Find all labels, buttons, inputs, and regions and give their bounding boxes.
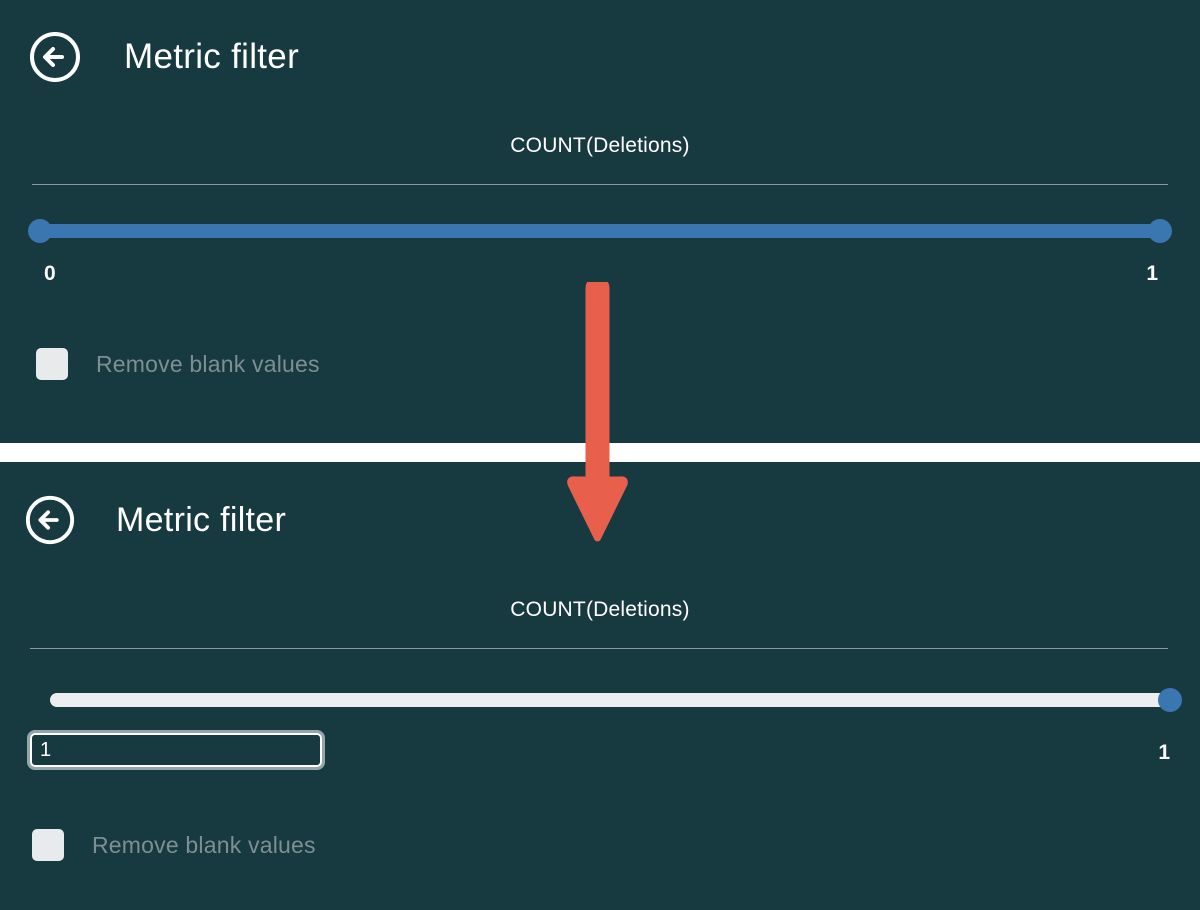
- remove-blank-values-checkbox[interactable]: [36, 348, 68, 380]
- slider-value-row: 0 1: [40, 262, 1160, 296]
- page-title: Metric filter: [116, 500, 287, 539]
- back-arrow-circle-icon[interactable]: [28, 30, 82, 84]
- header-divider: [32, 184, 1168, 185]
- back-arrow-circle-icon[interactable]: [24, 494, 76, 546]
- slider-value-row: 1: [27, 730, 1170, 779]
- slider-min-value: 0: [44, 262, 56, 285]
- slider-max-value: 1: [1158, 741, 1170, 764]
- panel-separator: [0, 443, 1200, 462]
- metric-range-slider[interactable]: [50, 677, 1182, 723]
- metric-filter-panel-after: Metric filter COUNT(Deletions) 1 Remove …: [0, 462, 1200, 910]
- slider-min-value-input[interactable]: [27, 730, 325, 770]
- remove-blank-values-label: Remove blank values: [96, 350, 320, 377]
- remove-blank-values-label: Remove blank values: [92, 831, 316, 858]
- metric-filter-panel-before: Metric filter COUNT(Deletions) 0 1 Remov…: [0, 0, 1200, 443]
- remove-blank-values-checkbox[interactable]: [32, 829, 64, 861]
- remove-blank-values-row[interactable]: Remove blank values: [32, 829, 1200, 861]
- slider-handle-min[interactable]: [28, 219, 52, 243]
- remove-blank-values-row[interactable]: Remove blank values: [36, 348, 1200, 380]
- metric-range-slider[interactable]: [28, 208, 1172, 254]
- slider-track-filled[interactable]: [40, 224, 1160, 238]
- metric-name-label: COUNT(Deletions): [510, 134, 690, 157]
- slider-track-empty[interactable]: [50, 693, 1170, 707]
- header-divider: [30, 648, 1168, 649]
- slider-handle-max[interactable]: [1158, 688, 1182, 712]
- panel-header: Metric filter: [0, 0, 1200, 84]
- slider-handle-max[interactable]: [1148, 219, 1172, 243]
- slider-max-value: 1: [1146, 262, 1158, 285]
- page-title: Metric filter: [124, 37, 300, 76]
- metric-name-label: COUNT(Deletions): [510, 598, 690, 621]
- panel-header: Metric filter: [0, 462, 1200, 546]
